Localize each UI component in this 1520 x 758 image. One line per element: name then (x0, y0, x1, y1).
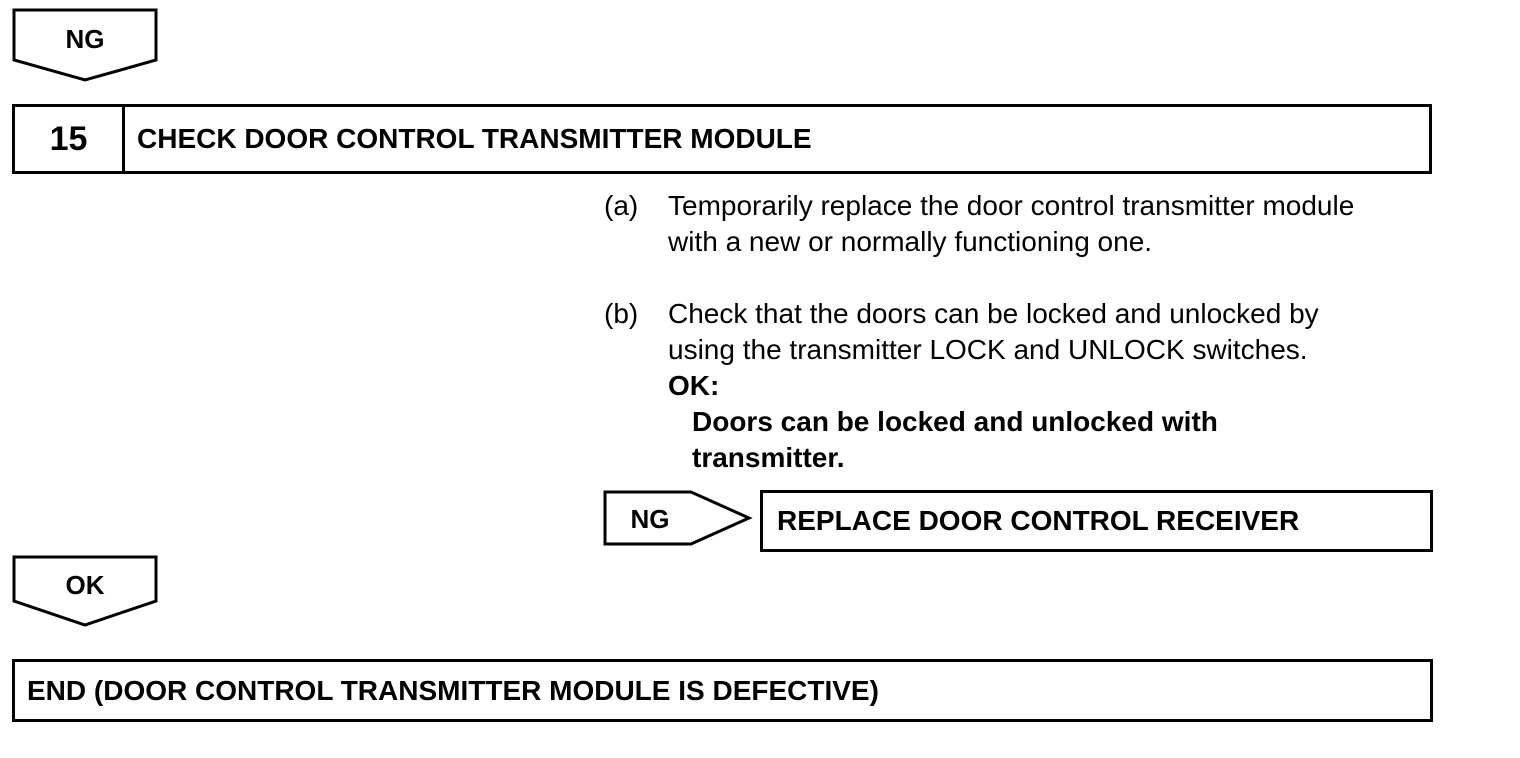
ng-arrow-label: NG (65, 24, 105, 54)
instruction-b-line-1: Check that the doors can be locked and u… (668, 298, 1319, 329)
step-header: 15 CHECK DOOR CONTROL TRANSMITTER MODULE (12, 104, 1432, 174)
ng-result-box: REPLACE DOOR CONTROL RECEIVER (760, 490, 1433, 552)
instruction-a-letter: (a) (604, 190, 639, 221)
ng-down-arrow-shape (12, 8, 158, 82)
ok-down-arrow-shape (12, 555, 158, 627)
instruction-a-line-2: with a new or normally functioning one. (668, 226, 1153, 257)
ok-arrow-label: OK (65, 570, 105, 600)
ok-criteria-heading: OK: (668, 370, 720, 401)
ok-criteria-line-2: transmitter. (692, 442, 845, 473)
end-text: END (DOOR CONTROL TRANSMITTER MODULE IS … (27, 674, 879, 706)
ok-criteria-line-1: Doors can be locked and unlocked with (692, 406, 1218, 437)
instruction-b-line-2: using the transmitter LOCK and UNLOCK sw… (668, 334, 1308, 365)
step-number: 15 (15, 107, 125, 171)
ng-right-arrow-shape (603, 490, 753, 546)
ng-branch-label: NG (630, 504, 670, 534)
instruction-b-letter: (b) (604, 298, 639, 329)
step-title: CHECK DOOR CONTROL TRANSMITTER MODULE (137, 123, 812, 154)
end-box: END (DOOR CONTROL TRANSMITTER MODULE IS … (12, 659, 1433, 722)
instruction-a-line-1: Temporarily replace the door control tra… (668, 190, 1355, 221)
ng-result-text: REPLACE DOOR CONTROL RECEIVER (777, 505, 1300, 536)
